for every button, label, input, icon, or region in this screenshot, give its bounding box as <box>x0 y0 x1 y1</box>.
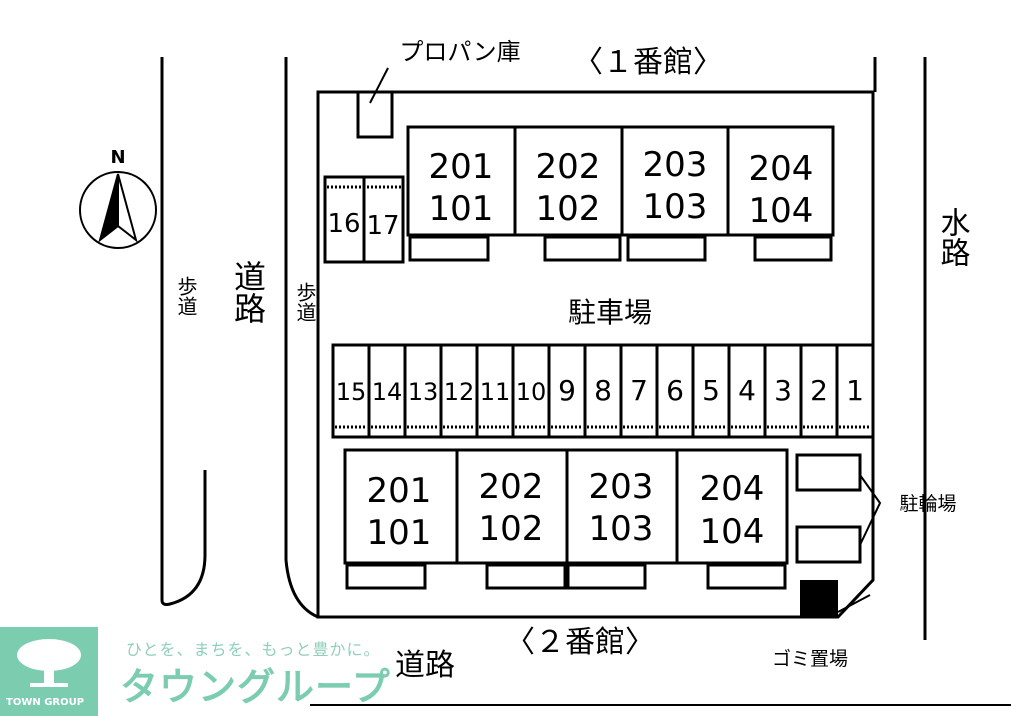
garbage-area <box>800 580 838 617</box>
road-left-label: 道路 <box>229 260 267 324</box>
b1-u4-lower: 104 <box>749 191 814 231</box>
parking-space <box>835 343 875 439</box>
parking-space-label: 13 <box>408 378 439 406</box>
parking-space-label: 8 <box>594 374 612 407</box>
sidewalk-right-label: 歩道 <box>293 282 317 322</box>
parking-space-17-label: 17 <box>366 211 399 241</box>
building1-unit-4 <box>726 125 835 237</box>
b1-u2-lower: 102 <box>536 189 601 229</box>
b2-u1-lower: 101 <box>367 513 432 553</box>
road-bottom-label: 道路 <box>395 648 455 683</box>
building1-porch-2 <box>543 235 622 262</box>
bike-parking-1 <box>795 453 862 492</box>
building2-unit-4 <box>675 448 789 565</box>
building1-porch-4 <box>753 235 833 262</box>
tree-icon <box>17 639 81 687</box>
b2-u3-upper: 203 <box>589 467 654 507</box>
bike-parking-2 <box>795 525 862 564</box>
parking-space-17 <box>362 175 405 264</box>
garbage-label: ゴミ置場 <box>772 648 848 670</box>
building1-porch-1 <box>408 235 490 262</box>
parking-space-16-label: 16 <box>327 209 360 239</box>
parking-space-label: 4 <box>738 374 756 407</box>
b2-u4-lower: 104 <box>700 512 765 552</box>
parking-label: 駐車場 <box>568 296 652 329</box>
north-arrow-icon <box>98 173 119 243</box>
parking-space-label: 1 <box>846 374 864 407</box>
parking-space-label: 7 <box>630 374 648 407</box>
parking-space-label: 5 <box>702 374 720 407</box>
parking-space-label: 6 <box>666 374 684 407</box>
building2-porch-1 <box>345 563 427 590</box>
b2-u1-upper: 201 <box>367 471 432 511</box>
building2-porch-3 <box>566 563 647 590</box>
garbage-leader <box>837 594 871 613</box>
b2-u4-upper: 204 <box>700 469 765 509</box>
logo-brand: タウングループ <box>120 665 391 709</box>
b2-u2-upper: 202 <box>479 467 544 507</box>
propane-label: プロパン庫 <box>399 38 520 66</box>
building1-title: 〈１番館〉 <box>573 45 723 80</box>
logo-tagline: ひとを、まちを、もっと豊かに。 <box>126 640 381 659</box>
road-edge-left <box>160 57 207 606</box>
building2-porch-2 <box>485 563 567 590</box>
north-label: N <box>110 147 125 168</box>
b2-u3-lower: 103 <box>589 509 654 549</box>
b1-u3-upper: 203 <box>643 145 708 185</box>
parking-space-label: 12 <box>444 378 475 406</box>
b1-u3-lower: 103 <box>643 187 708 227</box>
lot-boundary <box>316 90 875 619</box>
parking-space-label: 10 <box>516 378 547 406</box>
parking-space-label: 14 <box>372 378 403 406</box>
propane-storage <box>356 90 394 139</box>
compass-circle <box>79 171 157 249</box>
b1-u2-upper: 202 <box>536 147 601 187</box>
building2-porch-4 <box>706 563 787 590</box>
building1-porch-3 <box>626 235 707 262</box>
parking-space-label: 9 <box>558 374 576 407</box>
b1-u1-upper: 201 <box>429 147 494 187</box>
logo-english: TOWN GROUP <box>6 697 85 708</box>
road-edge-right <box>284 57 319 619</box>
parking-space-label: 11 <box>480 378 511 406</box>
b1-u1-lower: 101 <box>429 189 494 229</box>
b1-u4-upper: 204 <box>749 149 814 189</box>
propane-leader <box>369 67 389 104</box>
sidewalk-left-label: 歩道 <box>174 276 198 316</box>
bike-parking-label: 駐輪場 <box>899 493 956 515</box>
waterway-label: 水路 <box>935 207 970 267</box>
parking-space-label: 3 <box>774 374 792 407</box>
parking-space-label: 2 <box>810 374 828 407</box>
bike-parking-bracket <box>859 474 882 546</box>
building2-title: 〈２番館〉 <box>505 625 655 660</box>
town-group-logo: TOWN GROUP <box>0 627 98 716</box>
parking-space-label: 15 <box>336 378 367 406</box>
b2-u2-lower: 102 <box>479 509 544 549</box>
